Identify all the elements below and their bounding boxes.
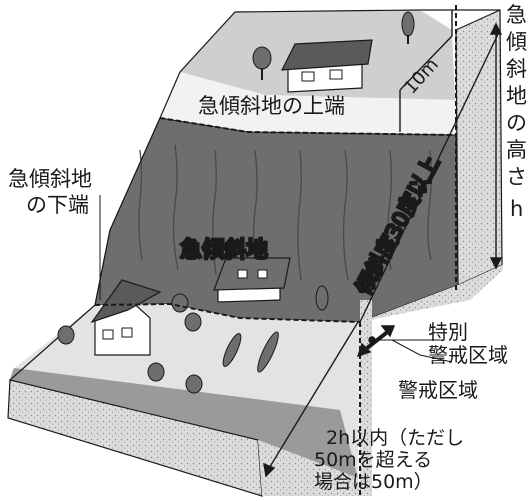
height-char-7: さ	[506, 165, 527, 189]
terrain	[7, 9, 503, 497]
soil-right	[258, 440, 360, 496]
label-bottom-edge-2: の下端	[26, 193, 89, 217]
range-line	[267, 321, 359, 471]
label-range-3: 場合は50m）	[314, 471, 433, 493]
label-slope: 急傾斜地	[180, 238, 268, 263]
height-char-6: 高	[506, 138, 527, 162]
slope-texture	[138, 144, 432, 281]
height-char-3: 斜	[506, 57, 527, 81]
height-char-8: h	[510, 197, 523, 221]
lower-ground-strip	[10, 368, 358, 478]
tree-top-2	[401, 11, 415, 44]
measurements	[99, 10, 503, 478]
soil-right-mid	[360, 265, 503, 322]
house-lower-left	[90, 279, 162, 356]
block-outline	[9, 9, 500, 381]
ten-m-arrow	[399, 35, 453, 91]
label-range-2: 50mを超える	[314, 449, 432, 471]
height-char-1: 急	[506, 3, 527, 27]
label-special-zone-1: 特別	[428, 320, 468, 344]
trees-lower	[57, 285, 329, 394]
label-range-1: 2h以内（ただし	[326, 427, 464, 449]
height-char-4: 地	[506, 84, 527, 108]
label-top-edge: 急傾斜地の上端	[198, 94, 345, 118]
height-char-2: 傾	[506, 30, 527, 54]
tree-top-1	[252, 46, 272, 80]
label-bottom-edge-1: 急傾斜地	[8, 167, 92, 191]
soil-right-upper	[455, 9, 503, 286]
label-warning-zone: 警戒区域	[398, 378, 478, 402]
slope-angle-line	[359, 29, 501, 323]
height-char-5: の	[506, 111, 527, 135]
top-edge-line	[159, 117, 457, 136]
house-lower-right	[213, 257, 291, 303]
top-edge-band	[160, 72, 456, 135]
label-height-vertical: 急 傾 斜 地 の 高 さ h	[506, 3, 527, 221]
label-special-zone-2: 警戒区域	[428, 343, 508, 367]
house-top	[280, 39, 373, 93]
